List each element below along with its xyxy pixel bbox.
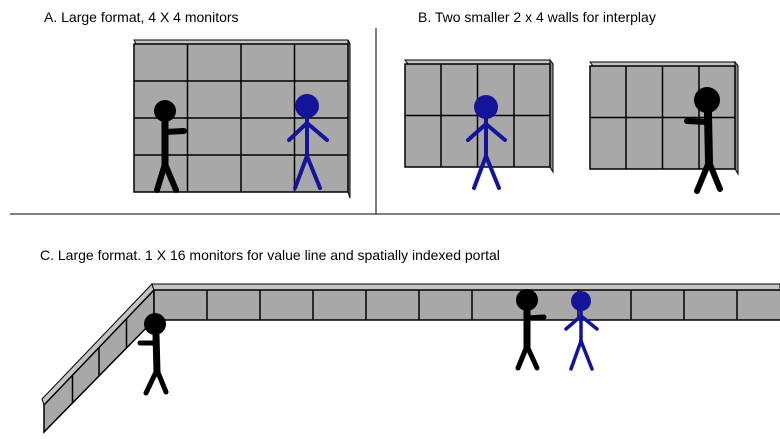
panel-b-black-figure [684,87,723,194]
panel-c-monitor-line [151,283,780,321]
panel-c-blue-figure [564,291,599,371]
panel-b-left-wall [404,58,554,174]
panel-b-caption: B. Two smaller 2 x 4 walls for interplay [418,9,656,25]
panel-a-caption: A. Large format, 4 X 4 monitors [44,9,239,25]
panel-c-black-figure-right [515,289,547,371]
panel-a-black-figure [154,100,187,193]
panel-c-black-figure-left [137,313,169,396]
panel-b-right-wall [589,60,739,176]
panel-b-blue-figure [466,95,507,190]
panel-c-angled-wall [41,283,155,434]
panel-c-caption: C. Large format. 1 X 16 monitors for val… [40,247,500,263]
panel-a-blue-figure [287,94,329,190]
